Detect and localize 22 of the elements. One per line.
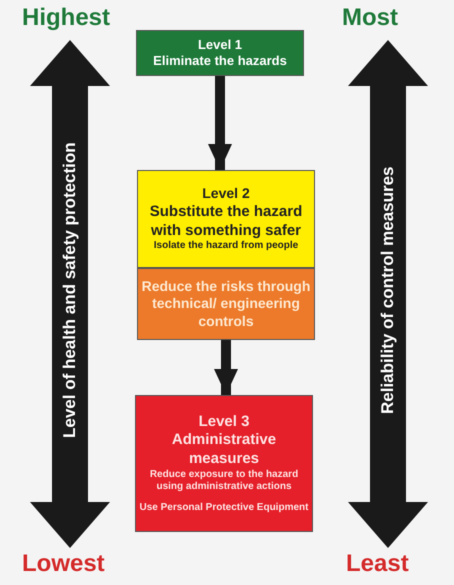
scale-end-label: Highest: [22, 4, 110, 32]
control-description: Administrative measures: [170, 431, 278, 469]
control-description: Substitute the hazard with something safer: [148, 202, 304, 240]
hazard-control-level-box: [137, 268, 315, 340]
hazard-control-level-box: [135, 395, 313, 532]
scale-label: Level of health and safety protection: [59, 141, 80, 440]
control-description: Reduce exposure to the hazard using administrative actions: [148, 468, 300, 494]
control-description: Reduce the risks through technical/ engineering controls: [140, 278, 312, 330]
arrow: [208, 76, 232, 170]
scale-end-label: Lowest: [22, 550, 105, 578]
scale-end-label: Least: [346, 550, 409, 578]
control-description: Use Personal Protective Equipment: [140, 502, 308, 514]
level-heading: Level 1: [198, 36, 242, 53]
control-description: Eliminate the hazards: [153, 53, 287, 70]
control-description: Isolate the hazard from people: [154, 240, 298, 253]
arrow: [214, 340, 238, 395]
level-heading: Level 3: [198, 412, 250, 432]
hazard-control-level-box: [136, 30, 304, 76]
scale-label: Reliability of control measures: [377, 165, 398, 416]
level-heading: Level 2: [202, 185, 250, 203]
hazard-control-level-box: [137, 170, 315, 268]
scale-end-label: Most: [342, 4, 398, 32]
